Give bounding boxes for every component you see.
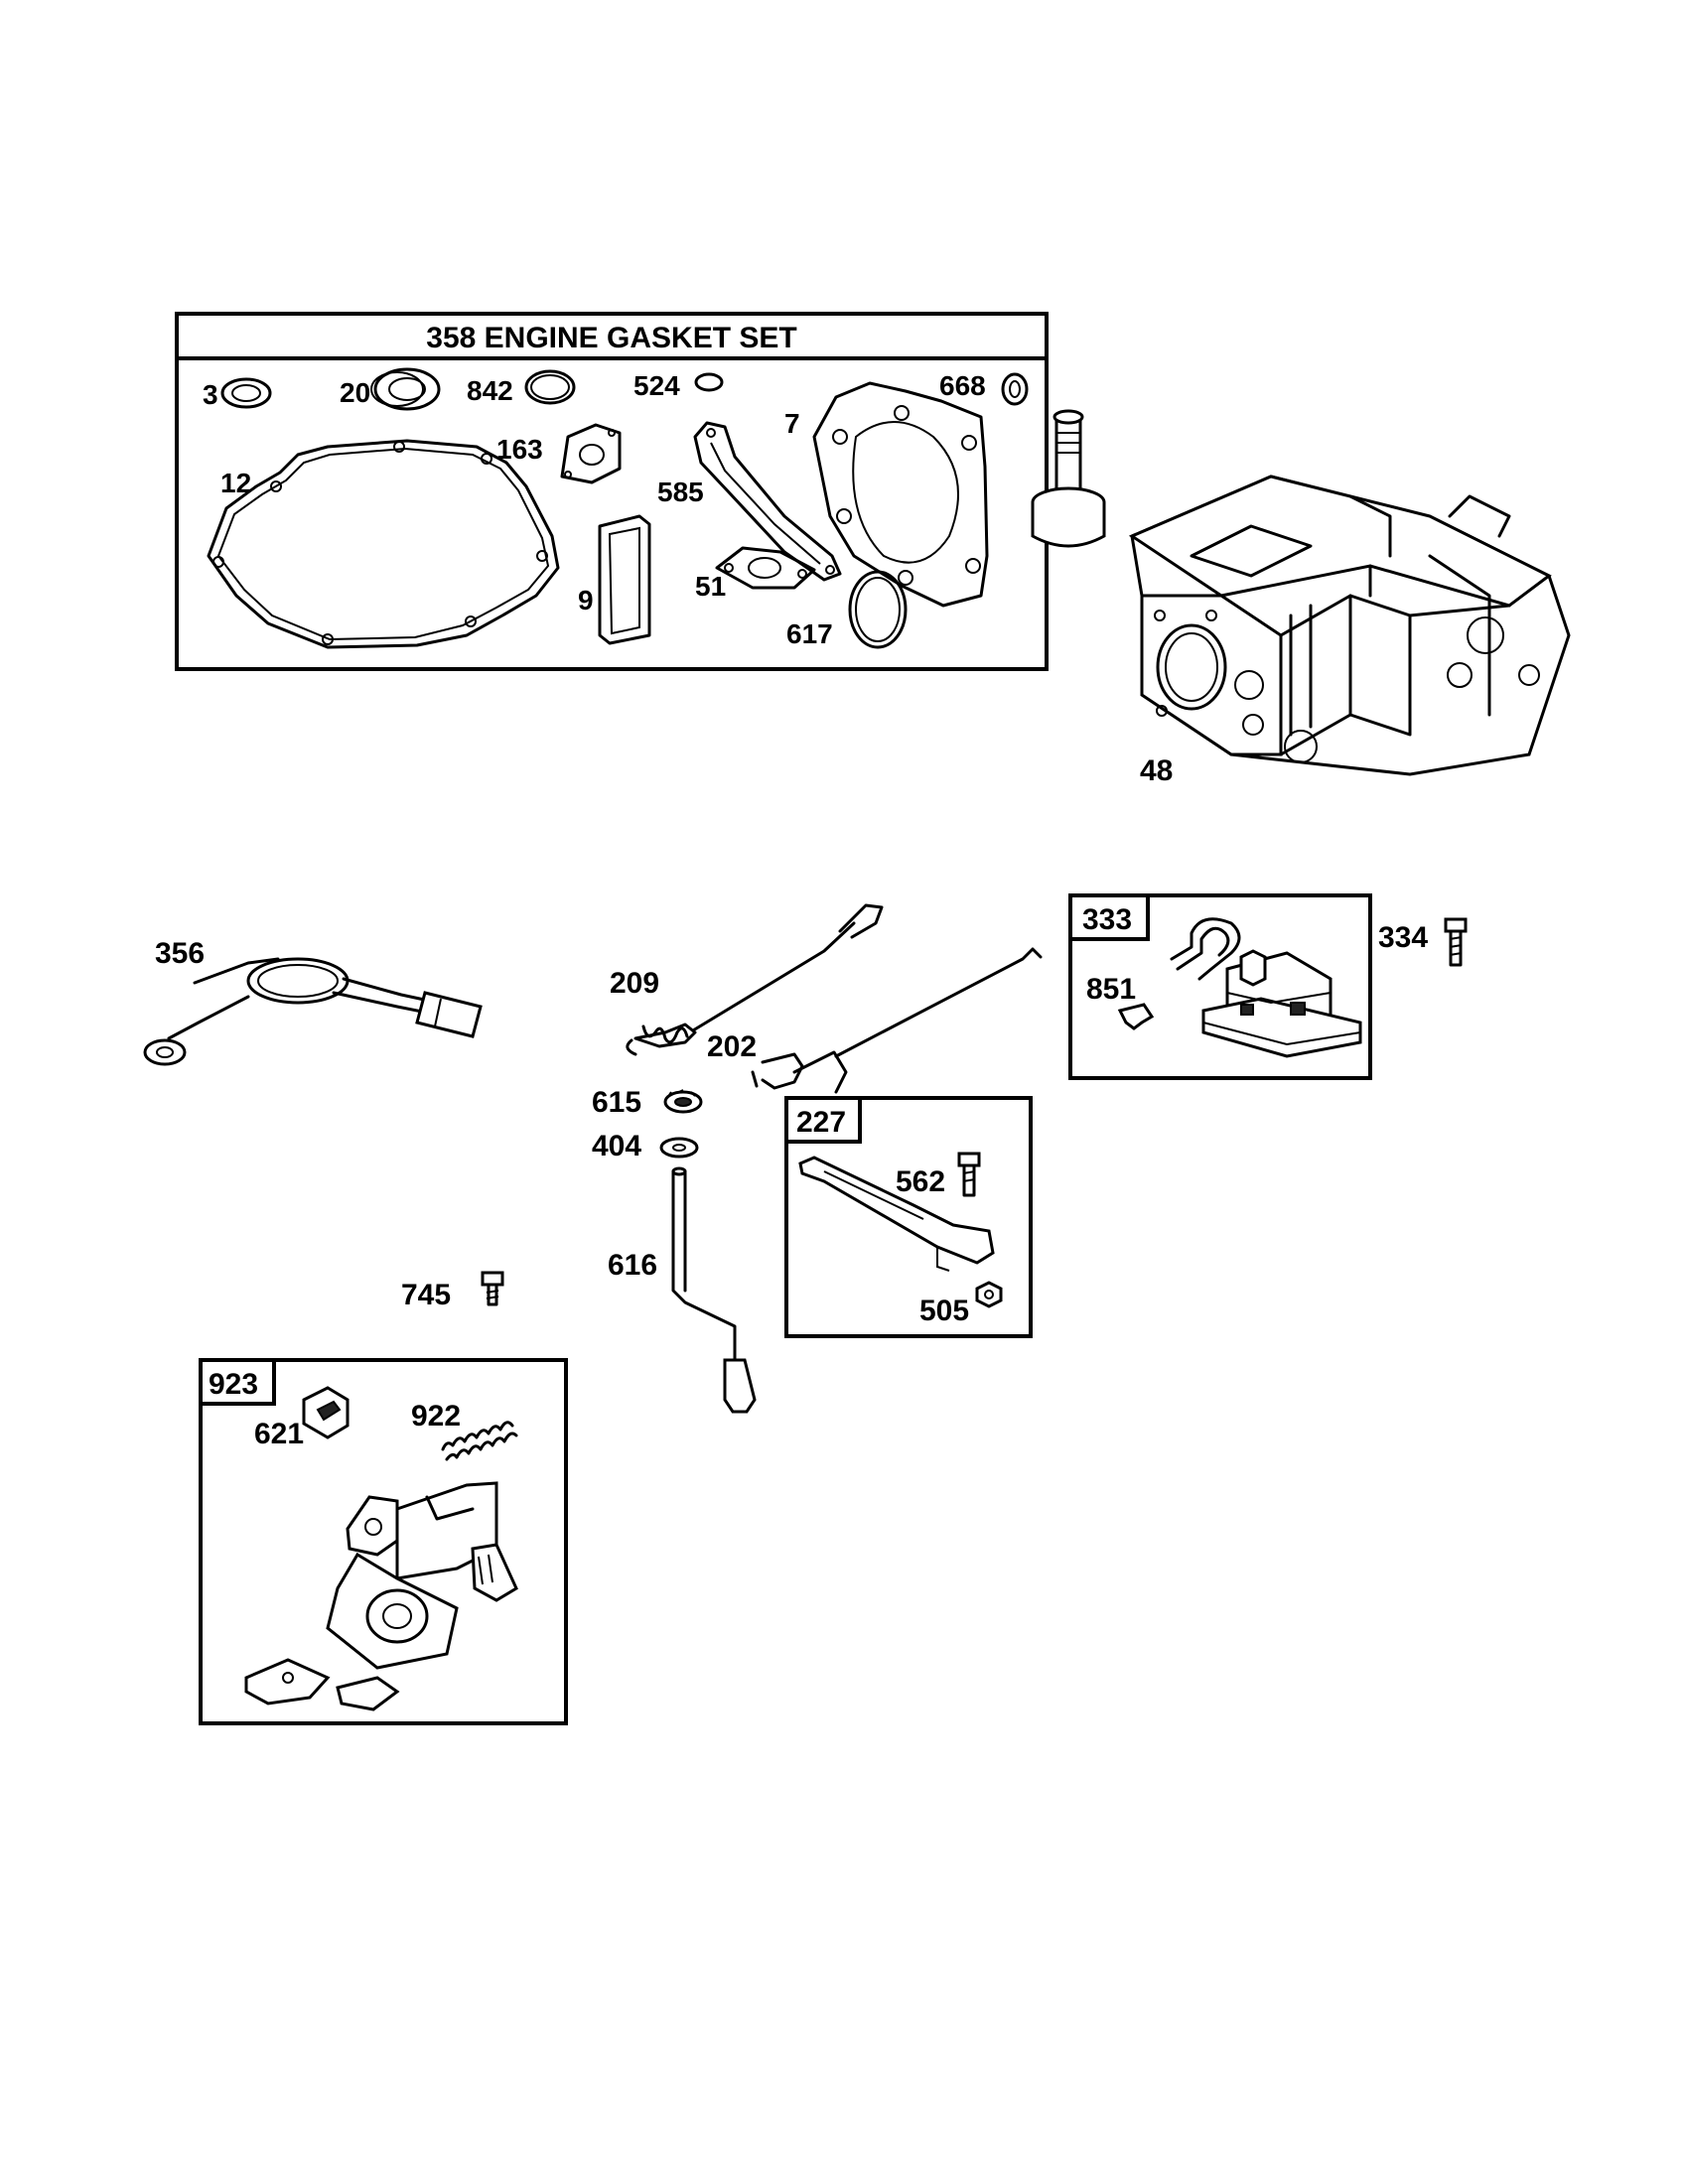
part-label-12: 12 [220, 468, 251, 498]
part-label-20: 20 [340, 377, 370, 408]
part-label-505: 505 [919, 1295, 969, 1327]
breather-gasket-585-shape [693, 421, 842, 582]
part-label-9: 9 [578, 585, 594, 615]
part-label-356: 356 [155, 937, 205, 970]
governor-crank-616: 616 [608, 1166, 757, 1414]
part-label-745: 745 [401, 1279, 451, 1311]
ground-wire-356: 356 [143, 937, 483, 1066]
seal-3-shape [220, 377, 272, 409]
part-label-202: 202 [707, 1030, 757, 1063]
washer-668-shape [1001, 372, 1029, 406]
part-label-404: 404 [592, 1130, 641, 1162]
head-gasket-7-shape [812, 381, 989, 608]
kit-227-panel: 227 562 505 [784, 1096, 1033, 1338]
part-label-3: 3 [203, 379, 218, 410]
part-label-851: 851 [1086, 973, 1136, 1006]
crankcase-gasket-12-shape [207, 439, 560, 649]
gasket-set-panel: 358 ENGINE GASKET SET 3 20 842 524 668 1… [175, 312, 1049, 671]
kit-227-frame [784, 1096, 1033, 1338]
screw-745: 745 [401, 1271, 504, 1311]
governor-link-202: 202 [707, 947, 1043, 1094]
kit-333-frame [1068, 893, 1372, 1080]
part-label-7: 7 [784, 408, 800, 439]
part-label-48: 48 [1140, 754, 1173, 787]
governor-gear-615: 615 [592, 1086, 703, 1119]
part-label-668: 668 [939, 370, 986, 401]
kit-923-panel: 923 621 922 [199, 1358, 568, 1725]
carb-gasket-163-shape [560, 423, 622, 484]
kit-333-panel: 333 851 [1068, 893, 1372, 1080]
part-label-562: 562 [896, 1165, 945, 1198]
governor-spring-209: 209 [610, 903, 884, 1056]
part-label-334: 334 [1378, 921, 1428, 954]
part-label-163: 163 [496, 434, 543, 465]
washer-404: 404 [592, 1130, 699, 1162]
o-ring-524-shape [694, 372, 724, 392]
part-label-524: 524 [633, 370, 680, 401]
part-label-209: 209 [610, 967, 659, 1000]
cylinder-block-48: 48 [1031, 409, 1571, 787]
kit-923-frame [199, 1358, 568, 1725]
exhaust-gasket-51-shape [715, 546, 816, 590]
part-label-842: 842 [467, 375, 513, 406]
o-ring-842-shape [524, 369, 576, 405]
part-label-616: 616 [608, 1249, 657, 1282]
oil-seal-20-shape [373, 367, 441, 411]
o-ring-617-shape [848, 570, 908, 649]
kit-923-title: 923 [209, 1368, 258, 1401]
part-label-615: 615 [592, 1086, 641, 1119]
part-label-617: 617 [786, 618, 833, 649]
part-label-585: 585 [657, 477, 704, 507]
screw-334: 334 [1378, 917, 1468, 967]
kit-227-title: 227 [796, 1106, 846, 1139]
gasket-set-title: 358 ENGINE GASKET SET [426, 322, 796, 354]
part-label-51: 51 [695, 571, 726, 602]
kit-333-title: 333 [1082, 903, 1132, 936]
part-label-922: 922 [411, 1400, 461, 1433]
rocker-gasket-9-shape [598, 514, 651, 645]
part-label-621: 621 [254, 1418, 304, 1450]
